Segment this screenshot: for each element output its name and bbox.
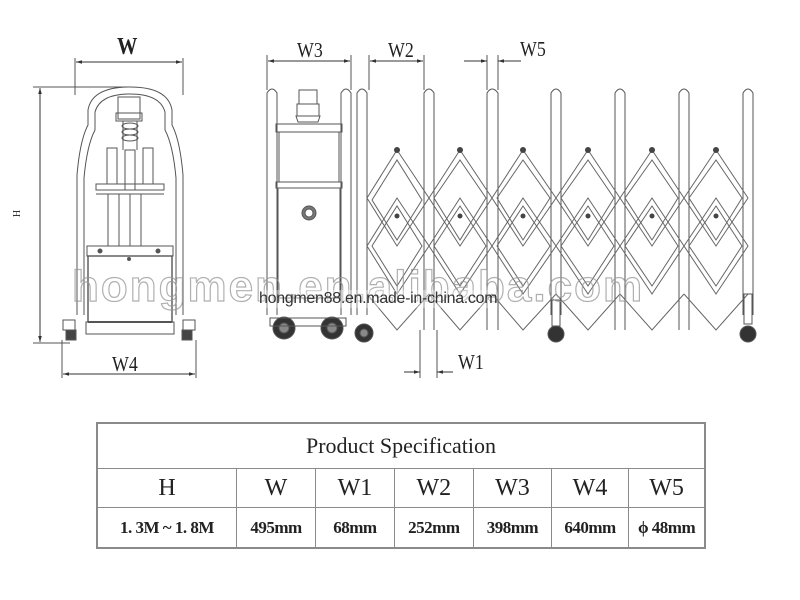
side-view — [266, 55, 757, 378]
value-w: 495mm — [235, 507, 317, 549]
header-w1: W1 — [315, 468, 395, 508]
table-title: Product Specification — [96, 422, 706, 469]
value-w4: 640mm — [550, 507, 630, 549]
header-w5: W5 — [628, 468, 706, 508]
header-h: H — [96, 468, 237, 508]
watermark-alibaba: hongmen.en.alibaba.com — [71, 261, 645, 311]
table-value-row: 1. 3M ~ 1. 8M 495mm 68mm 252mm 398mm 640… — [96, 507, 706, 549]
value-w5: ϕ 48mm — [628, 507, 706, 549]
header-w3: W3 — [472, 468, 552, 508]
dim-label-w2: W2 — [388, 38, 414, 62]
technical-drawing: W H W4 W3 W2 W5 W1 hongmen.en.alibaba.co… — [12, 34, 757, 378]
header-w4: W4 — [550, 468, 630, 508]
watermark-made-in-china: hongmen88.en.made-in-china.com — [259, 290, 498, 308]
value-w1: 68mm — [315, 507, 395, 549]
dim-label-w5: W5 — [520, 37, 546, 61]
product-specification-table: Product Specification H W W1 W2 W3 W4 W5… — [96, 422, 706, 549]
dim-label-h: H — [12, 209, 24, 218]
table-header-row: H W W1 W2 W3 W4 W5 — [96, 468, 706, 508]
value-w3: 398mm — [472, 507, 552, 549]
value-h: 1. 3M ~ 1. 8M — [96, 507, 237, 549]
dim-label-w3: W3 — [297, 38, 323, 62]
dim-label-w: W — [117, 34, 138, 60]
gate-drawing-svg — [33, 55, 757, 378]
header-w2: W2 — [393, 468, 474, 508]
value-w2: 252mm — [393, 507, 474, 549]
header-w: W — [235, 468, 317, 508]
scissor-lattice — [366, 149, 749, 331]
gate-posts — [423, 88, 754, 330]
dim-label-w4: W4 — [112, 352, 138, 376]
dim-label-w1: W1 — [458, 350, 484, 374]
front-view — [33, 58, 197, 378]
